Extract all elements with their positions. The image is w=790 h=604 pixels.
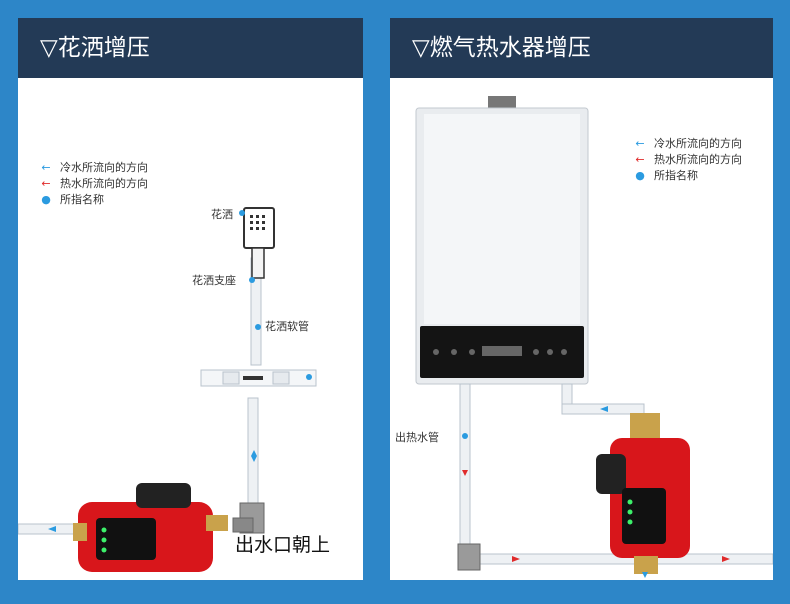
shower-label: 花洒	[211, 208, 233, 221]
hot-arrow-icon: ←	[41, 177, 51, 190]
cold-arrow-up-2	[251, 456, 257, 462]
cold-arrow-left	[600, 406, 608, 412]
hot-arrow-down	[462, 470, 468, 476]
elbow-fitting	[232, 502, 265, 534]
legend-hot: ← 热水所流向的方向	[632, 152, 742, 168]
cold-arrow-in	[48, 526, 56, 532]
heater-diagram	[415, 96, 773, 578]
water-heater-boost-panel: ▽燃气热水器增压	[390, 18, 773, 580]
panel-title: ▽花洒增压	[18, 18, 363, 78]
outlet-up-label: 出水口朝上	[235, 534, 331, 556]
legend-cold-text: 冷水所流向的方向	[654, 137, 742, 150]
panel-title: ▽燃气热水器增压	[390, 18, 773, 78]
legend-hot: ← 热水所流向的方向	[38, 176, 148, 192]
label-dots	[462, 433, 468, 439]
shower-boost-panel: ▽花洒增压	[18, 18, 363, 580]
hot-arrow-right	[512, 556, 520, 562]
dot-icon: ●	[635, 169, 645, 182]
hot-outlet-pipe-label: 出热水管	[395, 431, 439, 444]
panel-body: ← 冷水所流向的方向 ← 热水所流向的方向 ● 所指名称 出热水管	[390, 78, 773, 580]
shower-head-icon	[243, 207, 275, 279]
shower-holder-label: 花洒支座	[192, 274, 236, 287]
hot-arrow-right-2	[722, 556, 730, 562]
gas-water-heater-icon	[415, 96, 589, 385]
legend-cold-text: 冷水所流向的方向	[60, 161, 148, 174]
legend-cold: ← 冷水所流向的方向	[632, 136, 742, 152]
cold-arrow-up	[251, 450, 257, 456]
legend-hot-text: 热水所流向的方向	[654, 153, 742, 166]
mixer-valve	[200, 369, 317, 387]
shower-diagram	[18, 207, 317, 572]
cold-arrow-up	[642, 572, 648, 578]
legend: ← 冷水所流向的方向 ← 热水所流向的方向 ● 所指名称	[38, 160, 148, 208]
legend-hot-text: 热水所流向的方向	[60, 177, 148, 190]
legend-dot: ● 所指名称	[38, 192, 148, 208]
cold-arrow-icon: ←	[41, 161, 51, 174]
cold-arrow-icon: ←	[635, 137, 645, 150]
dot-icon: ●	[41, 193, 51, 206]
legend: ← 冷水所流向的方向 ← 热水所流向的方向 ● 所指名称	[632, 136, 742, 184]
elbow-fitting	[457, 543, 481, 571]
label-dots	[239, 210, 312, 380]
hot-arrow-icon: ←	[635, 153, 645, 166]
shower-hose-label: 花洒软管	[265, 320, 309, 333]
legend-dot-text: 所指名称	[654, 169, 698, 182]
flow-arrows	[48, 450, 257, 532]
legend-cold: ← 冷水所流向的方向	[38, 160, 148, 176]
panel-body: ← 冷水所流向的方向 ← 热水所流向的方向 ● 所指名称 花洒 花洒支座 花洒软…	[18, 78, 363, 580]
booster-pump-icon	[73, 483, 228, 572]
legend-dot: ● 所指名称	[632, 168, 742, 184]
booster-pump-icon	[596, 413, 690, 574]
flow-arrows	[462, 406, 730, 578]
legend-dot-text: 所指名称	[60, 193, 104, 206]
